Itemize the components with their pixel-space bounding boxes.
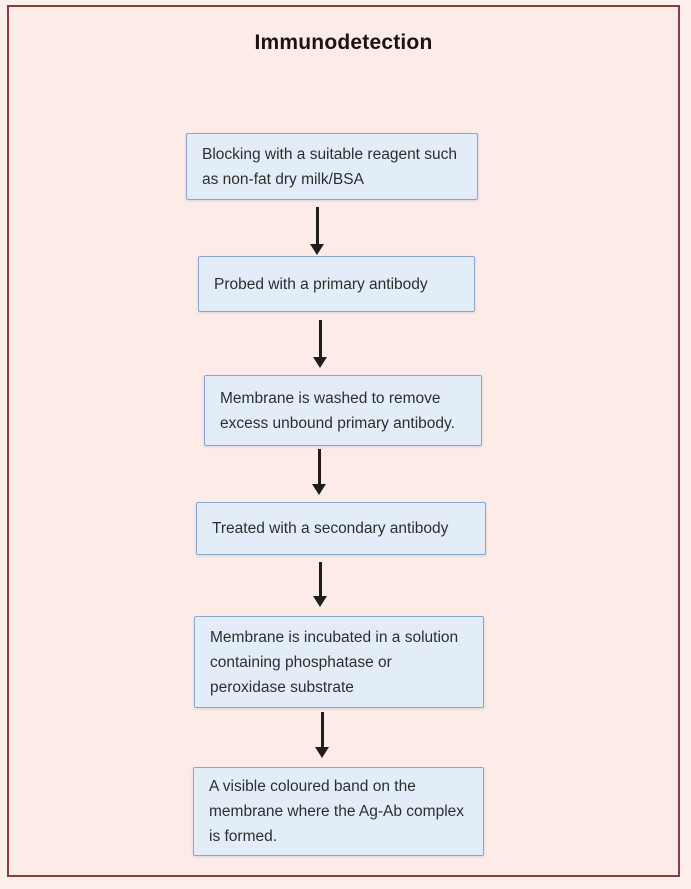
arrow-head [312, 484, 326, 495]
arrow-head [313, 596, 327, 607]
arrow-head [315, 747, 329, 758]
flow-step-label: Blocking with a suitable reagent such as… [202, 145, 458, 188]
diagram-title: Immunodetection [254, 31, 433, 54]
flow-step-blocking: Blocking with a suitable reagent such as… [186, 133, 478, 200]
arrow-stem [315, 207, 319, 244]
arrow-stem [320, 712, 324, 747]
down-arrow-icon [313, 320, 327, 368]
flow-step-result-band: A visible coloured band on the membrane … [193, 767, 484, 856]
down-arrow-icon [315, 712, 329, 758]
arrow-stem [318, 320, 322, 357]
flow-step-label: Membrane is washed to remove excess unbo… [220, 389, 455, 432]
down-arrow-icon [310, 207, 324, 255]
arrow-stem [318, 562, 322, 596]
flow-step-label: Treated with a secondary antibody [212, 520, 449, 537]
flow-step-substrate-incubation: Membrane is incubated in a solution cont… [194, 616, 484, 708]
down-arrow-icon [312, 449, 326, 495]
diagram-frame: Immunodetection Blocking with a suitable… [7, 5, 680, 877]
arrow-head [310, 244, 324, 255]
down-arrow-icon [313, 562, 327, 607]
flow-step-wash: Membrane is washed to remove excess unbo… [204, 375, 482, 446]
flow-step-label: A visible coloured band on the membrane … [209, 778, 465, 845]
flow-step-label: Probed with a primary antibody [214, 275, 428, 293]
arrow-stem [317, 449, 321, 484]
flow-step-primary-antibody: Probed with a primary antibody [198, 256, 475, 312]
flow-step-label: Membrane is incubated in a solution cont… [210, 628, 459, 696]
flow-step-secondary-antibody: Treated with a secondary antibody [196, 502, 486, 555]
arrow-head [313, 357, 327, 368]
